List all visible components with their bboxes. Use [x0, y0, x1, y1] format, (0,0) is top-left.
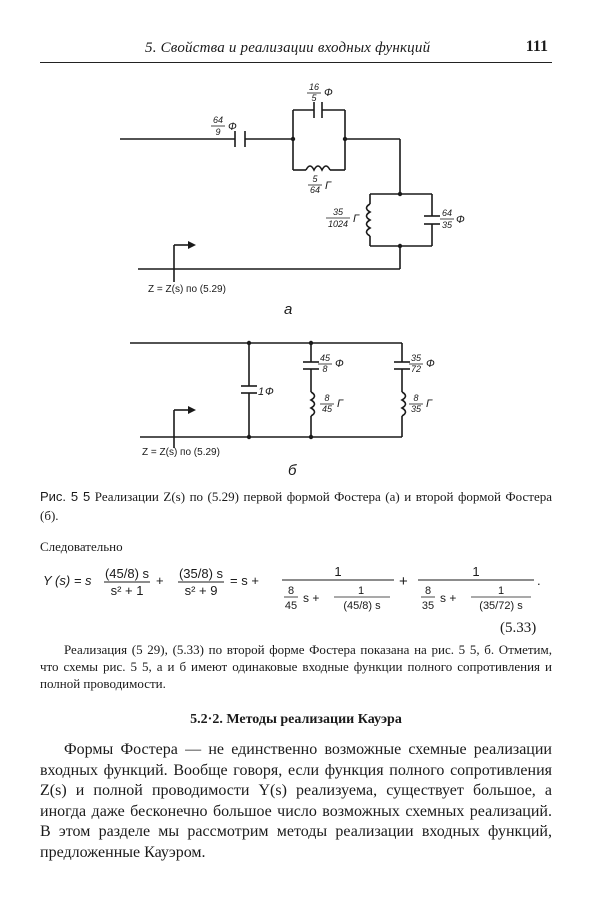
eq-f2-den: 35 [422, 600, 434, 612]
eq-t1-num: (45/8) s [105, 566, 150, 581]
eq-lhs: Y (s) = s [43, 573, 92, 588]
eq-f2-num: 8 [425, 585, 431, 597]
body-paragraph: Формы Фостера — не единственно возможные… [40, 741, 552, 861]
eq-plus-2: + [399, 573, 408, 590]
fig-b-c2-num: 35 [411, 353, 422, 363]
eq-f1-num: 8 [288, 585, 294, 597]
eq-plus-1: + [156, 573, 164, 588]
fig-b-l2-unit: Г [426, 398, 433, 410]
eq-s-plus: = s + [230, 573, 259, 588]
eq-period: . [537, 573, 541, 588]
eq-f2-one: 1 [472, 564, 479, 579]
running-header: 5. Свойства и реализации входных функций… [40, 36, 552, 63]
eq-f1-inner-one: 1 [358, 585, 364, 597]
header-title: 5. Свойства и реализации входных функций [145, 40, 431, 56]
fig-a-l2-den: 1024 [328, 219, 348, 229]
fig-a-c2-num: 16 [309, 82, 319, 92]
fig-b-l1-num: 8 [324, 393, 329, 403]
fig-b-c2-den: 72 [411, 364, 421, 374]
fig-a-l1-unit: Г [325, 180, 332, 192]
fig-a-c2-unit: Ф [324, 87, 333, 99]
equation-5-33: Y (s) = s (45/8) s s² + 1 + (35/8) s s² … [43, 564, 541, 612]
fig-a-l2-num: 35 [333, 207, 344, 217]
eq-t1-den: s² + 1 [111, 583, 144, 598]
figure-a-circuit: 64 9 Ф 16 5 Ф 5 64 Г 35 1024 Г 64 35 Ф Z… [120, 82, 465, 318]
caption-prefix: Рис. 5 5 [40, 489, 91, 504]
eq-f2-splus: s + [440, 591, 456, 605]
caption-text: Реализации Z(s) по (5.29) первой формой … [40, 489, 553, 523]
eq-f2-inner-one: 1 [498, 585, 504, 597]
fig-b-c0-unit: Ф [265, 386, 274, 398]
fig-b-c0-value: 1 [258, 386, 264, 398]
fig-a-c3-den: 35 [442, 220, 453, 230]
fig-b-l2-num: 8 [413, 393, 418, 403]
fig-b-l1-unit: Г [337, 398, 344, 410]
fig-a-c2-den: 5 [311, 93, 317, 103]
fig-a-c1-unit: Ф [228, 121, 237, 133]
fig-a-c3-unit: Ф [456, 214, 465, 226]
equation-number: (5.33) [500, 620, 537, 636]
fig-b-port-label: Z = Z(s) по (5.29) [142, 447, 220, 458]
fig-a-l1-den: 64 [310, 185, 320, 195]
eq-f1-one: 1 [334, 564, 341, 579]
fig-a-l2-unit: Г [353, 213, 360, 225]
fig-a-port-label: Z = Z(s) по (5.29) [148, 284, 226, 295]
eq-t2-num: (35/8) s [179, 566, 224, 581]
fig-b-c1-den: 8 [322, 364, 327, 374]
fig-b-c1-num: 45 [320, 353, 331, 363]
fig-b-l2-den: 35 [411, 404, 422, 414]
eq-f2-inner-den: (35/72) s [479, 600, 523, 612]
eq-f1-splus: s + [303, 591, 319, 605]
eq-t2-den: s² + 9 [185, 583, 218, 598]
note-paragraph: Реализация (5 29), (5.33) по второй форм… [40, 642, 552, 691]
figure-b-circuit: 1 Ф 45 8 Ф 8 45 Г 35 72 Ф 8 35 Г Z = Z(s… [130, 340, 435, 479]
fig-a-label: а [284, 301, 292, 318]
fig-b-c2-unit: Ф [426, 358, 435, 370]
figure-caption: Рис. 5 5 Реализации Z(s) по (5.29) перво… [40, 487, 552, 525]
followup-text: Следовательно [40, 539, 123, 554]
section-heading: 5.2·2. Методы реализации Кауэра [190, 712, 402, 727]
fig-b-l1-den: 45 [322, 404, 333, 414]
fig-b-label: б [288, 462, 297, 479]
fig-a-c1-num: 64 [213, 115, 223, 125]
eq-f1-den: 45 [285, 600, 297, 612]
page-number: 111 [525, 38, 548, 55]
fig-a-c1-den: 9 [215, 127, 220, 137]
fig-a-c3-num: 64 [442, 208, 452, 218]
eq-f1-inner-den: (45/8) s [343, 600, 381, 612]
fig-b-c1-unit: Ф [335, 358, 344, 370]
fig-a-l1-num: 5 [312, 174, 318, 184]
